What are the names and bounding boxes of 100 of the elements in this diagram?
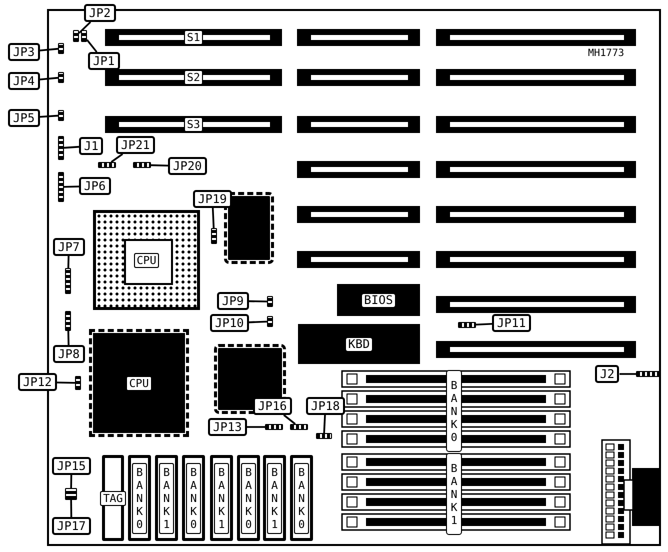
jumper	[267, 296, 273, 307]
callout-label: JP5	[8, 109, 40, 127]
callout-label: JP19	[193, 190, 232, 208]
jumper	[81, 30, 87, 42]
chip-label: BANK1	[214, 462, 229, 534]
chip-label: KBD	[346, 338, 372, 350]
callout-label: JP16	[253, 397, 292, 415]
leader-line	[246, 426, 265, 428]
leader-line	[620, 373, 636, 375]
slot-label: S1	[184, 30, 204, 45]
memory-bank-label: BANK0	[446, 370, 462, 452]
jumper	[211, 228, 217, 244]
callout-label: JP7	[53, 238, 85, 256]
jumper	[73, 30, 79, 42]
memory-bank-label: BANK1	[446, 453, 462, 535]
memory-chip	[237, 455, 260, 541]
memory-chip	[263, 455, 286, 541]
callout-label: JP18	[306, 397, 345, 415]
leader-line	[64, 146, 80, 149]
jumper	[65, 268, 71, 294]
jumper	[65, 488, 77, 500]
expansion-slot	[436, 206, 636, 223]
jumper	[65, 311, 71, 331]
chip-label: BANK1	[159, 462, 174, 534]
cpu-chip	[93, 333, 185, 433]
jumper	[636, 371, 660, 377]
leader-line	[283, 414, 296, 425]
expansion-slot	[436, 296, 636, 313]
leader-line	[323, 414, 326, 434]
callout-label: JP3	[8, 43, 40, 61]
expansion-slot	[436, 116, 636, 133]
leader-line	[476, 323, 492, 326]
callout-label: JP13	[208, 418, 247, 436]
leader-line	[56, 382, 76, 384]
callout-label: JP4	[8, 72, 40, 90]
jumper	[58, 172, 64, 202]
jumper	[75, 376, 81, 390]
expansion-slot	[297, 161, 420, 178]
expansion-slot	[436, 251, 636, 268]
jumper	[58, 136, 64, 160]
chip	[337, 284, 420, 316]
callout-label: JP10	[210, 314, 249, 332]
leader-line	[40, 48, 58, 52]
leader-line	[150, 164, 168, 166]
expansion-slot	[105, 29, 282, 46]
callout-label: JP9	[217, 292, 249, 310]
expansion-slot	[436, 69, 636, 86]
drawing-number: MH1773	[588, 48, 624, 59]
callout-label: JP12	[18, 373, 57, 391]
leader-line	[86, 39, 98, 53]
slot-label: S2	[184, 70, 204, 85]
callout-label: J2	[595, 365, 620, 383]
chip-label: BANK0	[241, 462, 256, 534]
cpu-chip	[93, 210, 200, 310]
chip-label: CPU	[134, 252, 160, 268]
leader-line	[110, 153, 124, 163]
jumper	[290, 424, 308, 430]
chip-label: BANK0	[132, 462, 147, 534]
jumper	[58, 43, 64, 54]
expansion-slot	[436, 341, 636, 358]
expansion-slot	[105, 69, 282, 86]
jumper	[58, 72, 64, 83]
chip-label: BANK0	[186, 462, 201, 534]
expansion-slot	[297, 116, 420, 133]
leader-line	[212, 208, 215, 228]
leader-line	[40, 76, 58, 80]
callout-label: JP20	[168, 157, 207, 175]
leader-line	[248, 320, 268, 324]
chip	[298, 324, 420, 364]
leader-line	[70, 474, 72, 488]
memory-chip	[128, 455, 151, 541]
jumper	[98, 162, 116, 168]
memory-chip	[155, 455, 178, 541]
chip-label: BANK1	[267, 462, 282, 534]
expansion-slot	[297, 251, 420, 268]
leader-line	[67, 256, 70, 268]
callout-label: JP21	[116, 136, 155, 154]
memory-chip	[290, 455, 313, 541]
chip-label: BIOS	[362, 294, 395, 306]
slot-label: S3	[184, 117, 204, 132]
leader-line	[78, 21, 92, 34]
expansion-slot	[436, 161, 636, 178]
expansion-slot	[297, 206, 420, 223]
callout-label: J1	[79, 137, 104, 155]
jumper	[58, 110, 64, 121]
jumper	[267, 316, 273, 327]
leader-line	[248, 300, 268, 302]
chip-label: TAG	[100, 490, 126, 506]
callout-label: JP15	[52, 457, 91, 475]
chip-label: BANK0	[294, 462, 309, 534]
callout-label: JP2	[84, 4, 116, 22]
chip-label: CPU	[126, 376, 152, 390]
leader-line	[64, 186, 80, 188]
memory-chip	[210, 455, 233, 541]
expansion-slot	[297, 69, 420, 86]
callout-label: JP8	[53, 345, 85, 363]
leader-line	[70, 500, 72, 517]
memory-chip	[182, 455, 205, 541]
callout-label: JP1	[88, 52, 120, 70]
jumper	[133, 162, 151, 168]
